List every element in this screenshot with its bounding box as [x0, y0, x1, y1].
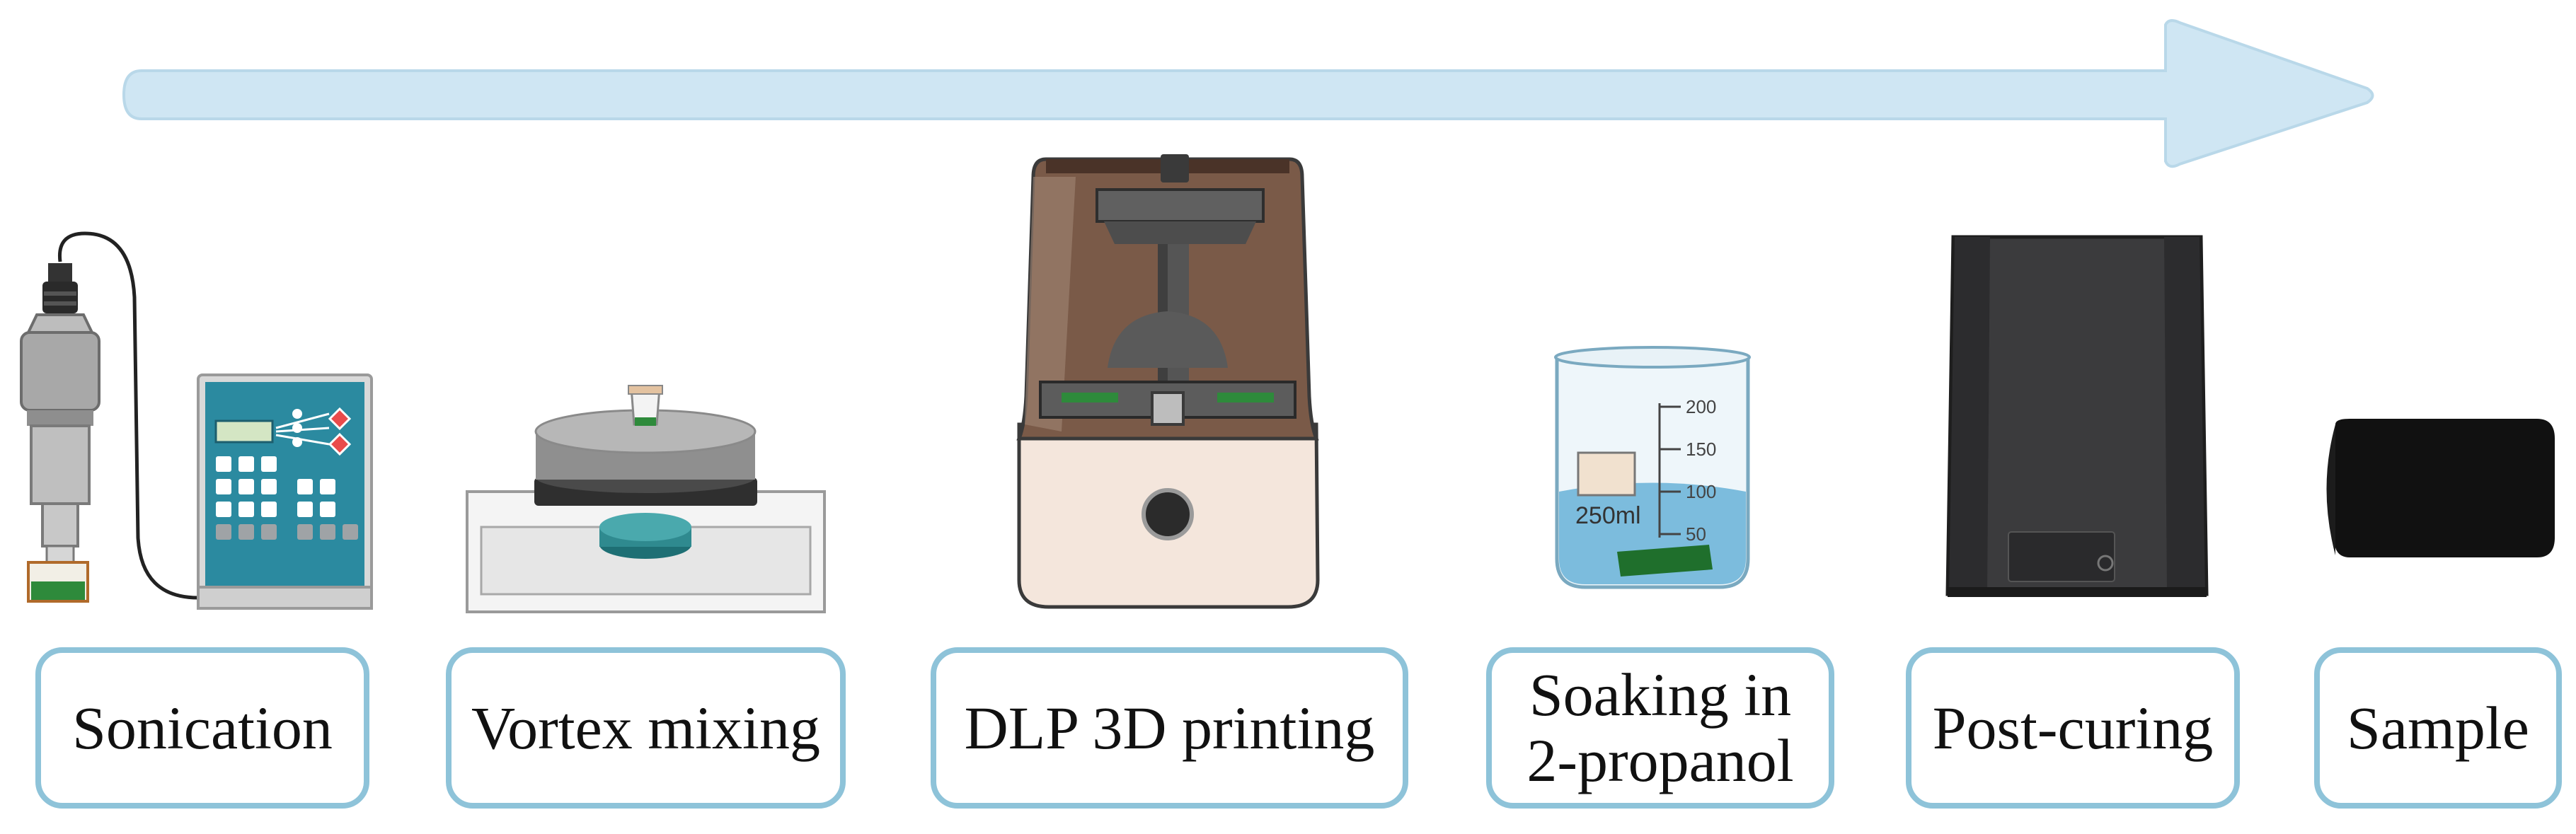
beaker-tick-200: 200	[1686, 396, 1716, 417]
step-postcuring-label: Post-curing	[1906, 647, 2240, 809]
vortex-text: Vortex mixing	[471, 693, 820, 762]
beaker-tick-150: 150	[1686, 439, 1716, 460]
step-sonication-label: Sonication	[35, 647, 369, 809]
beaker-icon: 200 150 100 50 250ml	[1554, 346, 1751, 589]
beaker-volume-label: 250ml	[1575, 502, 1641, 529]
step-vortex-label: Vortex mixing	[446, 647, 846, 809]
step-printing-label: DLP 3D printing	[931, 647, 1408, 809]
soaking-text-line1: Soaking in	[1529, 661, 1792, 729]
sample-text: Sample	[2347, 693, 2529, 762]
beaker-tick-50: 50	[1686, 523, 1706, 545]
process-arrow	[122, 19, 2374, 168]
vortex-mixer-icon	[466, 385, 826, 613]
step-soaking-label: Soaking in 2-propanol	[1486, 647, 1834, 809]
post-curing-box-icon	[1945, 235, 2209, 597]
printing-text: DLP 3D printing	[964, 693, 1375, 762]
sample-icon	[2326, 419, 2555, 557]
sonication-text: Sonication	[72, 693, 333, 762]
sonicator-icon	[20, 231, 373, 610]
dlp-printer-icon	[1016, 154, 1320, 609]
postcuring-text: Post-curing	[1932, 693, 2214, 762]
soaking-text-line2: 2-propanol	[1526, 726, 1794, 794]
step-sample-label: Sample	[2314, 647, 2562, 809]
beaker-tick-100: 100	[1686, 481, 1716, 502]
